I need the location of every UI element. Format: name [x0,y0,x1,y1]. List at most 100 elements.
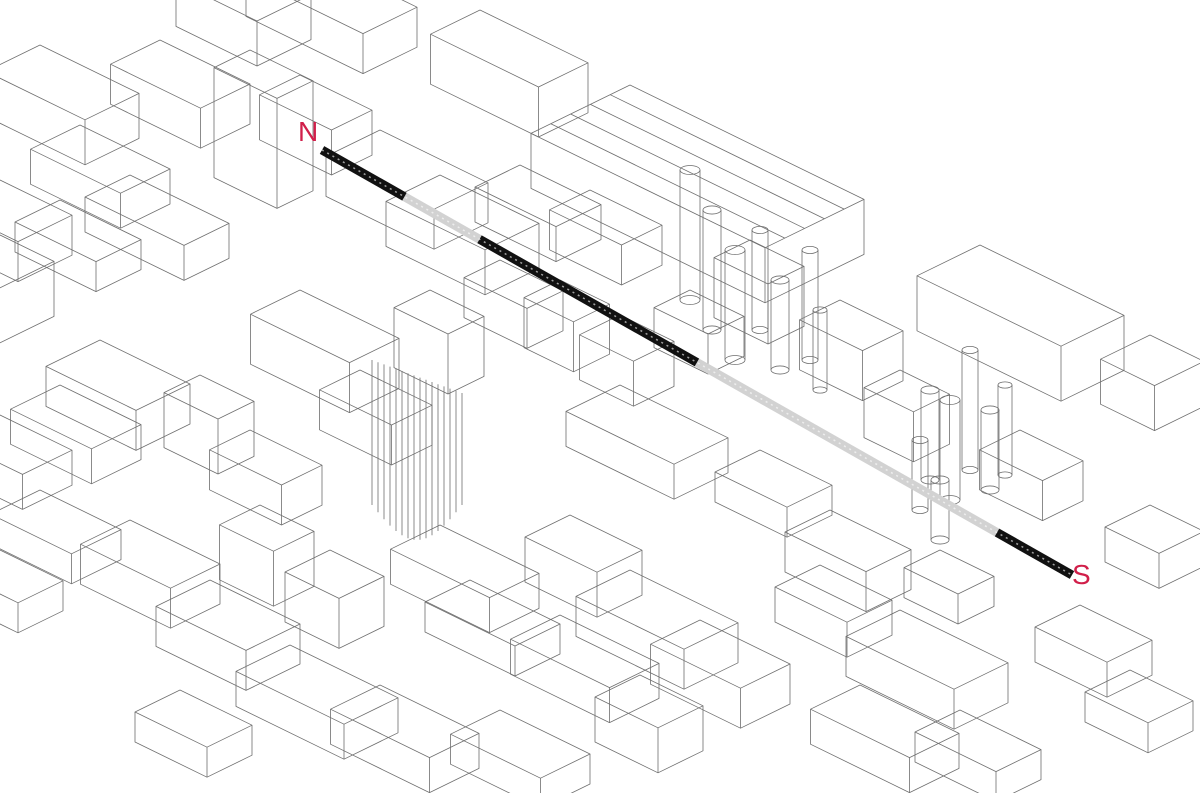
building-roof [653,289,745,335]
building-roof [155,579,301,651]
building-walls [450,734,591,793]
building-walls [524,537,643,618]
building-roof [784,509,912,572]
building-walls [14,222,142,293]
building-block [474,164,602,263]
building-roof [0,549,64,604]
building-block [1034,604,1153,698]
building-roof [80,519,221,589]
cylinder-tower [812,306,828,394]
building-block [845,609,1009,730]
building-block [916,244,1125,402]
building-roof [1034,604,1153,663]
building-roof [390,524,540,598]
building-roof [1100,334,1200,387]
building-roof [393,289,485,335]
building-block [579,314,675,407]
building-roof [330,684,480,758]
tower-base [980,485,1000,495]
building-roof [209,429,323,486]
building-block [245,0,418,74]
building-walls [1104,527,1200,589]
building-block [213,49,314,209]
cylinder-tower [801,245,819,364]
building-walls [594,697,704,774]
tower-top [801,245,819,254]
building-block [979,429,1084,521]
curved-facade [371,360,463,540]
roof-ridge-line [550,123,785,239]
building-roof [163,374,255,420]
building-block [209,429,323,526]
tower-base [751,325,769,334]
building-roof [845,609,1009,690]
cylinder-tower [702,205,722,335]
tower-top [980,405,1000,415]
cylinder-tower [911,435,929,514]
cylinder-tower [920,385,940,485]
building-roof [424,579,561,647]
tower-base [702,325,722,335]
building-walls [80,544,221,629]
building-walls [219,524,315,607]
building-block [575,569,739,690]
building-walls [650,644,791,729]
building-walls [110,64,251,149]
building-block [1084,669,1194,754]
building-walls [914,732,1042,793]
tower-base [920,475,940,485]
building-walls [250,314,400,414]
building-block [219,504,315,607]
building-roof [1084,669,1194,724]
building-block [14,199,142,293]
building-block [530,84,865,304]
building-block [863,369,950,463]
cylinder-tower [770,275,790,375]
building-roof [650,619,791,689]
building-roof [45,339,191,411]
building-block [80,519,221,629]
building-block [430,9,589,138]
tower-top [911,435,929,444]
roof-ridge-line [570,113,805,229]
building-block [799,299,904,402]
building-walls [30,149,171,229]
building-roof [250,289,400,364]
building-walls [45,366,191,451]
building-roof [524,514,643,573]
building-roof [903,549,995,595]
building-block [463,259,564,349]
building-block [163,374,255,475]
building-block [0,549,64,634]
building-block [450,709,591,793]
path-segment [694,358,1000,537]
building-block [523,279,610,373]
building-roof [1104,504,1200,554]
building-block [0,234,55,344]
building-block [713,239,805,345]
tower-top [751,225,769,234]
building-walls [163,392,255,475]
building-walls [714,472,833,538]
tower-base [724,355,746,365]
building-block [0,44,140,166]
building-block [650,619,791,729]
building-block [424,579,561,677]
building-walls [510,639,660,723]
tower-top [920,385,940,395]
cylinder-tower [724,245,746,365]
building-block [155,579,301,691]
building-roof [549,189,663,246]
tower-base [812,386,828,394]
building-walls [390,549,540,633]
building-block [0,414,73,510]
tower-top [770,275,790,285]
building-block [110,39,251,149]
building-roof [430,9,589,88]
building-block [903,549,995,625]
building-walls [0,450,73,510]
building-walls [0,580,64,634]
building-walls [209,449,323,526]
